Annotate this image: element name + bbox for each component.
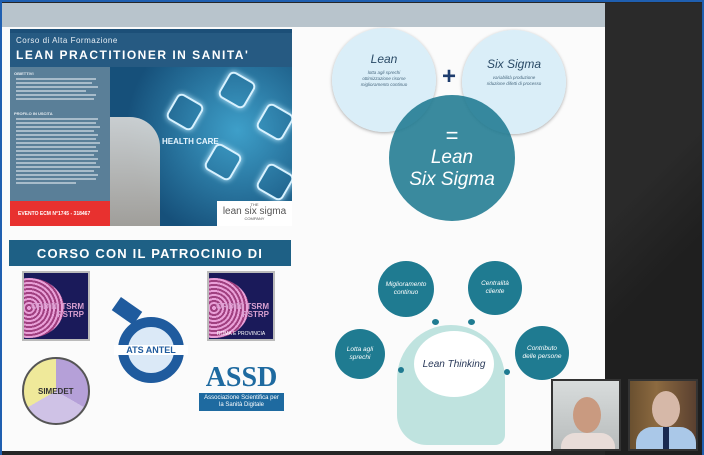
poster-text-column: OBIETTIVI PROFILO IN USCITA (10, 67, 110, 201)
bubble-contributo: Contributo delle persone (515, 326, 569, 380)
healthcare-image: HEALTH CARE (110, 67, 292, 226)
course-poster: Corso di Alta Formazione LEAN PRACTITION… (10, 29, 292, 226)
health-care-label: HEALTH CARE (162, 137, 219, 146)
simedet-logo: SIMEDET (22, 357, 90, 425)
bubble-miglioramento: Miglioramento continuo (378, 261, 434, 317)
participant-video-1[interactable] (551, 379, 621, 451)
lean-thinking-label: Lean Thinking (414, 331, 494, 397)
poster-title: LEAN PRACTITIONER IN SANITA' (16, 48, 250, 62)
shared-slide: Corso di Alta Formazione LEAN PRACTITION… (2, 3, 605, 451)
lean-six-sigma-circle: = Lean Six Sigma (389, 95, 515, 221)
poster-subtitle: Corso di Alta Formazione (16, 36, 118, 45)
participant-video-2[interactable] (628, 379, 698, 451)
ordini-tsrm-logo: ORDINI TSRM PSTRP (22, 271, 90, 341)
assd-logo: ASSD Associazione Scientifica per la San… (199, 363, 284, 419)
patronage-banner: CORSO CON IL PATROCINIO DI (9, 240, 291, 266)
slide-top-band (2, 3, 605, 27)
plus-sign: + (442, 63, 457, 90)
bubble-lotta-sprechi: Lotta agli sprechi (335, 329, 385, 379)
objectives-heading: OBIETTIVI (14, 71, 34, 76)
profile-heading: PROFILO IN USCITA (14, 111, 53, 116)
event-badge: EVENTO ECM N°1745 - 318467 (10, 201, 110, 226)
bubble-centralita: Centralità cliente (468, 261, 522, 315)
lean-six-sigma-company-logo: THE lean six sigma COMPANY (217, 201, 292, 226)
ats-antel-logo: ATS ANTEL (111, 296, 188, 383)
ordini-tsrm-roma-logo: ORDINI TSRM PSTRP ROMA E PROVINCIA (207, 271, 275, 341)
poster-header: Corso di Alta Formazione LEAN PRACTITION… (10, 33, 292, 67)
